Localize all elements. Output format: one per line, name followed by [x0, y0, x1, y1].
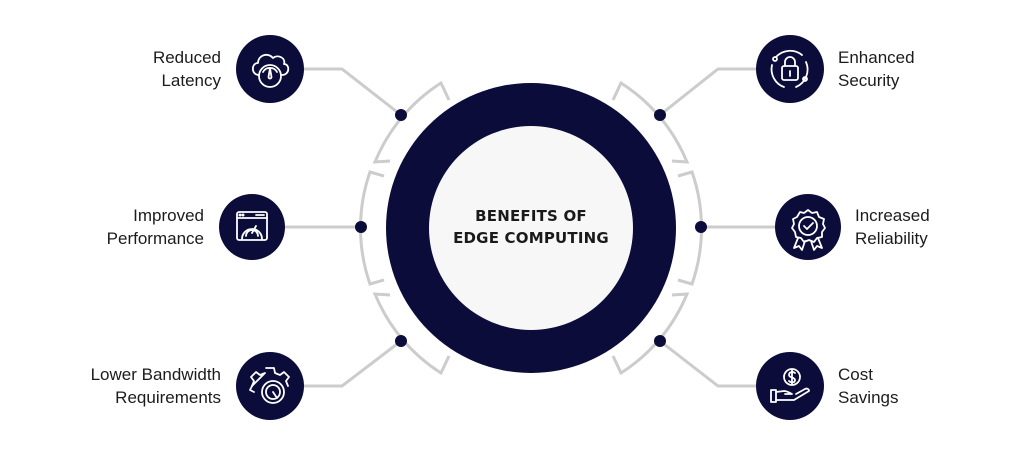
label-enhanced-security: Enhanced Security	[838, 46, 915, 92]
label-line: Requirements	[115, 388, 221, 407]
gear-gauge-icon	[236, 352, 304, 420]
hub-title: BENEFITS OF EDGE COMPUTING	[431, 205, 631, 249]
label-cost-savings: Cost Savings	[838, 363, 898, 409]
label-line: Increased	[855, 206, 930, 225]
dot-lower-left	[395, 335, 407, 347]
hub-title-line1: BENEFITS OF	[475, 207, 587, 225]
dot-mid-left	[355, 221, 367, 233]
hub-inner	[429, 126, 633, 330]
label-line: Cost	[838, 365, 873, 384]
dot-upper-right	[654, 109, 666, 121]
label-line: Security	[838, 71, 900, 90]
label-line: Improved	[133, 206, 204, 225]
dot-mid-right	[695, 221, 707, 233]
label-line: Lower Bandwidth	[90, 365, 221, 384]
label-increased-reliability: Increased Reliability	[855, 204, 930, 250]
label-line: Latency	[161, 71, 221, 90]
label-reduced-latency: Reduced Latency	[153, 46, 221, 92]
cloud-speedometer-icon	[236, 35, 304, 103]
hub-title-line2: EDGE COMPUTING	[453, 229, 609, 247]
icon-badges	[219, 35, 841, 420]
browser-gauge-icon	[219, 194, 285, 260]
connectors	[285, 67, 776, 388]
connector-lower-bandwidth	[300, 339, 402, 388]
label-line: Reduced	[152, 48, 221, 67]
hand-dollar-coin-icon	[756, 352, 824, 420]
connector-dots	[355, 109, 707, 347]
label-line: Enhanced	[838, 48, 915, 67]
label-line: Reliability	[855, 229, 928, 248]
connector-cost-savings	[659, 339, 760, 388]
central-hub	[386, 83, 676, 373]
label-line: Savings	[838, 388, 899, 407]
dot-upper-left	[395, 109, 407, 121]
award-badge-check-icon	[775, 194, 841, 260]
dot-lower-right	[654, 335, 666, 347]
connector-reduced-latency	[300, 67, 402, 117]
label-lower-bandwidth: Lower Bandwidth Requirements	[91, 363, 221, 409]
label-improved-performance: Improved Performance	[107, 204, 204, 250]
connector-enhanced-security	[659, 67, 760, 117]
padlock-orbit-icon	[756, 35, 824, 103]
label-line: Performance	[106, 229, 204, 248]
